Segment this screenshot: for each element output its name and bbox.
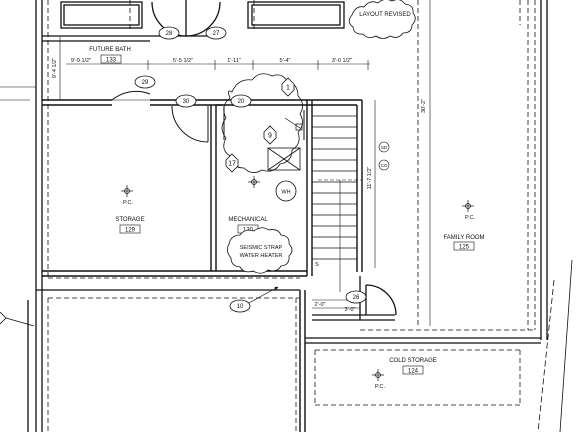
dimension-bath-width: 9'-9 1/2" <box>71 58 91 64</box>
ceiling-fixture-storage <box>121 185 133 197</box>
svg-text:1: 1 <box>286 85 290 92</box>
keynote-tag-17: 17 <box>225 153 239 173</box>
room-future-bath-number-box <box>100 54 122 64</box>
room-storage-number-box <box>119 224 141 234</box>
keynote-tag-28: 28 <box>158 26 180 40</box>
room-future-bath-number: 133 <box>106 58 117 64</box>
storage-walls <box>42 99 363 432</box>
dimension-family-depth: 30'-2" <box>421 99 427 113</box>
dimension-landing-b: 3'-0" <box>345 307 356 313</box>
dimension-bath-height: 9'-4 1/2" <box>52 58 58 78</box>
dimension-lines <box>0 0 431 326</box>
exterior-walls <box>35 0 548 432</box>
leader-10 <box>246 286 279 305</box>
room-storage-number: 129 <box>125 228 136 234</box>
room-mechanical-name: MECHANICAL <box>228 217 268 223</box>
svg-text:27: 27 <box>213 31 220 37</box>
room-cold-storage-name: COLD STORAGE <box>389 358 437 364</box>
svg-text:20: 20 <box>238 99 245 105</box>
keynote-tag-26: 26 <box>345 290 367 304</box>
co-detector <box>378 159 390 171</box>
revision-cloud-layout <box>348 0 416 39</box>
dimension-mech-left: 1'-11" <box>227 58 241 64</box>
right-edge-lines <box>537 259 573 432</box>
ceiling-fixture-mech <box>248 176 260 188</box>
revision-cloud-layout-text: LAYOUT REVISED <box>359 12 411 18</box>
floor-drain <box>284 117 303 131</box>
room-family-room-number-box <box>453 241 475 251</box>
keynote-tag-20: 20 <box>230 94 252 108</box>
keynote-tag-9: 9 <box>263 125 277 145</box>
svg-text:9: 9 <box>268 133 272 140</box>
keynote-tag-29: 29 <box>134 75 156 89</box>
ceiling-fixture-family <box>462 200 474 212</box>
room-future-bath-name: FUTURE BATH <box>89 47 131 53</box>
svg-text:30: 30 <box>183 99 190 105</box>
room-cold-storage-number-box <box>402 365 424 375</box>
svg-text:10: 10 <box>237 304 244 310</box>
ceiling-fixture-cold <box>372 369 384 381</box>
room-family-room-number: 125 <box>459 245 470 251</box>
room-storage-name: STORAGE <box>115 217 144 223</box>
keynote-tag-30: 30 <box>175 94 197 108</box>
smoke-detector <box>378 141 390 153</box>
ceiling-label-storage: P.C. <box>123 200 133 206</box>
water-heater <box>275 180 297 202</box>
stair-treads <box>312 115 362 292</box>
lower-boundary <box>27 289 300 432</box>
svg-text:17: 17 <box>228 161 236 168</box>
keynote-tag-1: 1 <box>281 77 295 97</box>
room-cold-storage-number: 124 <box>408 369 419 375</box>
keynote-tag-10: 10 <box>229 299 251 313</box>
section-marker <box>0 311 35 327</box>
dimension-stair-run: 11'-7 1/2" <box>367 167 373 190</box>
dashed-outlines <box>47 0 536 432</box>
revision-cloud-mechanical <box>221 73 303 173</box>
room-family-room-name: FAMILY ROOM <box>443 235 484 241</box>
dimension-door-offset: 5'-5 1/2" <box>173 58 193 64</box>
seismic-text-line1: SEISMIC STRAP <box>240 245 283 251</box>
smoke-detector-label: SD <box>381 145 388 150</box>
ceiling-label-family: P.C. <box>465 215 475 221</box>
revision-cloud-seismic <box>227 227 293 274</box>
dimension-mech-mid: 5'-4" <box>280 58 291 64</box>
doors <box>111 90 305 143</box>
keynote-tag-27: 27 <box>205 26 227 40</box>
dimension-stair-width: 3'-0 1/2" <box>332 58 352 64</box>
seismic-text-line2: WATER HEATER <box>240 253 283 259</box>
top-openings <box>60 0 345 37</box>
furnace-unit <box>267 147 301 171</box>
svg-text:26: 26 <box>353 295 360 301</box>
water-heater-label: WH <box>281 190 290 196</box>
dimension-landing-a: 2'-0" <box>315 302 326 308</box>
ceiling-label-cold: P.C. <box>375 384 385 390</box>
stair-marker: S <box>315 262 319 268</box>
svg-text:29: 29 <box>142 80 149 86</box>
svg-text:28: 28 <box>166 31 173 37</box>
co-detector-label: CO <box>381 163 388 168</box>
